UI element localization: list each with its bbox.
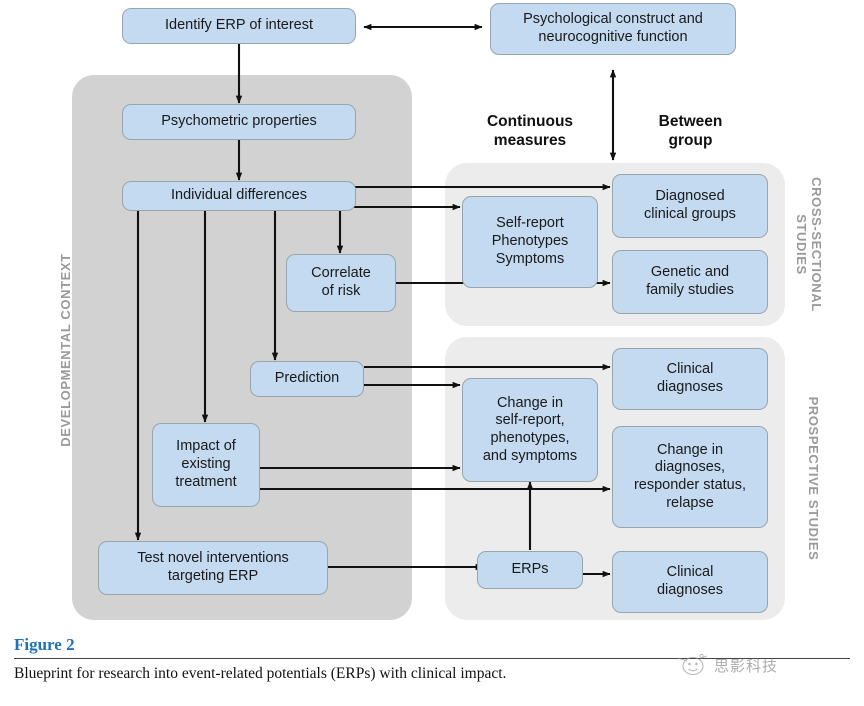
node-correlate-of-risk[interactable]: Correlate of risk bbox=[286, 254, 396, 312]
node-change-in-diagnoses-label: Change in diagnoses, responder status, r… bbox=[633, 441, 747, 511]
node-erps[interactable]: ERPs bbox=[477, 551, 583, 589]
node-clinical-diagnoses-bottom-label: Clinical diagnoses bbox=[656, 564, 724, 598]
panel-label-prospective-studies: PROSPECTIVE STUDIES bbox=[806, 396, 821, 561]
node-genetic-family-studies-label: Genetic and family studies bbox=[646, 264, 734, 298]
node-diagnosed-clinical-groups-label: Diagnosed clinical groups bbox=[644, 188, 736, 222]
column-header-continuous-measures: Continuous measures bbox=[486, 113, 574, 149]
node-prediction[interactable]: Prediction bbox=[250, 361, 364, 397]
figure-caption-text: Blueprint for research into event-relate… bbox=[14, 665, 507, 683]
column-header-between-group: Between group bbox=[658, 113, 723, 149]
node-diagnosed-clinical-groups[interactable]: Diagnosed clinical groups bbox=[612, 174, 768, 238]
node-test-novel-interventions[interactable]: Test novel interventions targeting ERP bbox=[98, 541, 328, 595]
node-erps-label: ERPs bbox=[511, 561, 549, 578]
node-change-self-report-label: Change in self-report, phenotypes, and s… bbox=[482, 394, 578, 464]
panel-developmental-context bbox=[72, 75, 412, 620]
watermark-text: 思影科技 bbox=[714, 656, 779, 675]
node-impact-existing-treatment-label: Impact of existing treatment bbox=[175, 438, 237, 490]
node-correlate-of-risk-label: Correlate of risk bbox=[311, 265, 371, 299]
node-individual-differences-label: Individual differences bbox=[171, 187, 307, 204]
node-genetic-family-studies[interactable]: Genetic and family studies bbox=[612, 250, 768, 314]
smiley-face-icon bbox=[677, 653, 708, 676]
node-change-self-report[interactable]: Change in self-report, phenotypes, and s… bbox=[462, 378, 598, 482]
node-psychological-construct-label: Psychological construct and neurocogniti… bbox=[523, 11, 703, 45]
node-identify-erp-label: Identify ERP of interest bbox=[164, 17, 314, 34]
node-self-report-phenotypes[interactable]: Self-report Phenotypes Symptoms bbox=[462, 196, 598, 288]
caption-divider bbox=[14, 657, 850, 660]
node-clinical-diagnoses-top[interactable]: Clinical diagnoses bbox=[612, 348, 768, 410]
node-psychometric-properties-label: Psychometric properties bbox=[161, 113, 317, 130]
node-impact-existing-treatment[interactable]: Impact of existing treatment bbox=[152, 423, 260, 507]
node-psychological-construct[interactable]: Psychological construct and neurocogniti… bbox=[490, 3, 736, 55]
figure-caption-block: Figure 2 Blueprint for research into eve… bbox=[14, 635, 850, 684]
node-identify-erp[interactable]: Identify ERP of interest bbox=[122, 8, 356, 44]
figure-label: Figure 2 bbox=[14, 635, 75, 654]
node-individual-differences[interactable]: Individual differences bbox=[122, 181, 356, 211]
panel-label-cross-sectional-studies: CROSS-SECTIONAL STUDIES bbox=[794, 177, 824, 312]
node-change-in-diagnoses[interactable]: Change in diagnoses, responder status, r… bbox=[612, 426, 768, 528]
node-clinical-diagnoses-bottom[interactable]: Clinical diagnoses bbox=[612, 551, 768, 613]
panel-label-developmental-context: DEVELOPMENTAL CONTEXT bbox=[58, 253, 73, 447]
node-prediction-label: Prediction bbox=[274, 370, 340, 387]
node-psychometric-properties[interactable]: Psychometric properties bbox=[122, 104, 356, 140]
watermark: 思影科技 bbox=[676, 648, 856, 682]
node-clinical-diagnoses-top-label: Clinical diagnoses bbox=[656, 361, 724, 395]
node-test-novel-interventions-label: Test novel interventions targeting ERP bbox=[137, 550, 289, 584]
node-self-report-phenotypes-label: Self-report Phenotypes Symptoms bbox=[491, 215, 569, 267]
